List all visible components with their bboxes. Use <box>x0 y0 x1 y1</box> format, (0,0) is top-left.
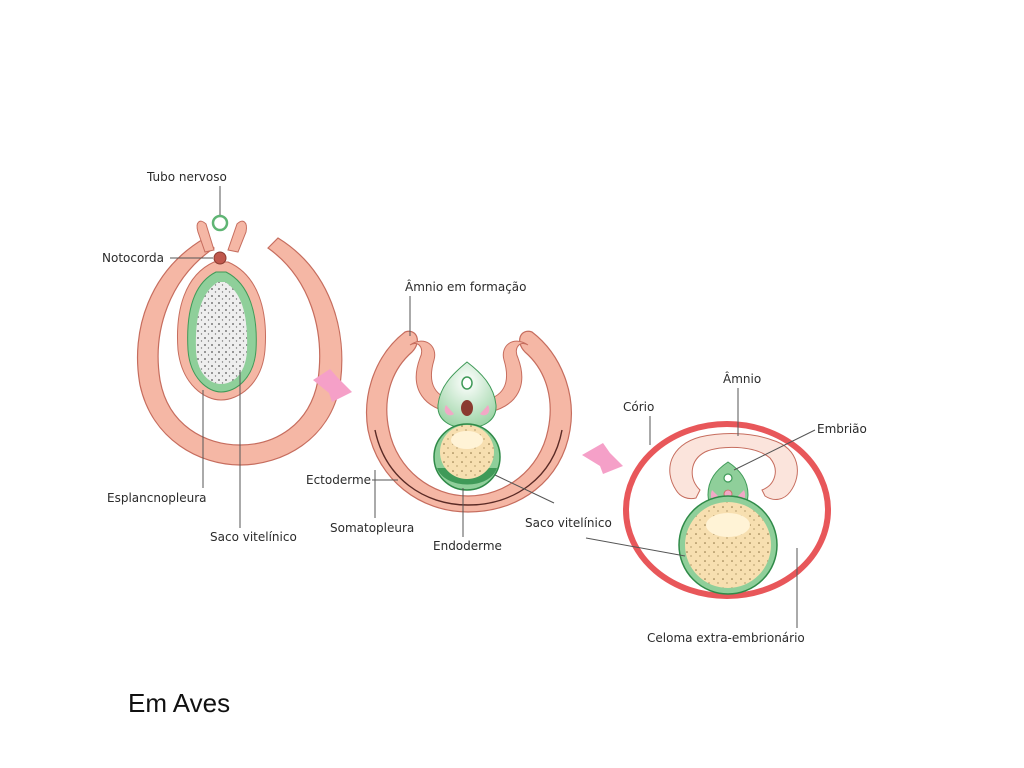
stage-2-labels: Âmnio em formação Ectoderme Somatopleura… <box>306 279 612 553</box>
stage-3-labels: Âmnio Cório Embrião Celoma extra-embrion… <box>585 371 867 645</box>
slide-caption: Em Aves <box>128 688 231 718</box>
label-amnio-em-formacao: Âmnio em formação <box>405 279 527 294</box>
label-somatopleura: Somatopleura <box>330 521 414 535</box>
label-embriao: Embrião <box>817 422 867 436</box>
label-corio: Cório <box>623 400 654 414</box>
label-ectoderme: Ectoderme <box>306 473 371 487</box>
arrow-stage2-to-stage3 <box>582 443 623 474</box>
stage1-neural-fold-right <box>227 220 247 253</box>
stage-2-amnion-forming <box>365 330 572 513</box>
label-saco-vitelinico-1: Saco vitelínico <box>210 530 297 544</box>
arrow-stage1-to-stage2 <box>313 369 352 402</box>
label-saco-vitelinico-2: Saco vitelínico <box>525 516 612 530</box>
stage2-somatopleura <box>365 330 572 513</box>
stage1-notochord <box>213 251 227 265</box>
stage-3-amnion-chorion <box>623 421 831 599</box>
stage2-embryo <box>437 361 497 429</box>
stage3-amnion <box>669 433 798 500</box>
stage1-somatopleura <box>136 237 343 466</box>
label-endoderme: Endoderme <box>433 539 502 553</box>
label-amnio: Âmnio <box>723 371 761 386</box>
label-esplancnopleura: Esplancnopleura <box>107 491 207 505</box>
stage-1-labels: Tubo nervoso Notocorda Esplancnopleura S… <box>102 170 297 544</box>
label-notocorda: Notocorda <box>102 251 164 265</box>
stage1-neural-tube <box>211 214 229 232</box>
stage2-notochord <box>461 400 473 416</box>
stage1-neural-fold-left <box>196 220 215 253</box>
label-tubo-nervoso: Tubo nervoso <box>146 170 227 184</box>
stage-1-early-embryo <box>136 214 343 466</box>
label-celoma-extra-embrionario: Celoma extra-embrionário <box>647 631 805 645</box>
